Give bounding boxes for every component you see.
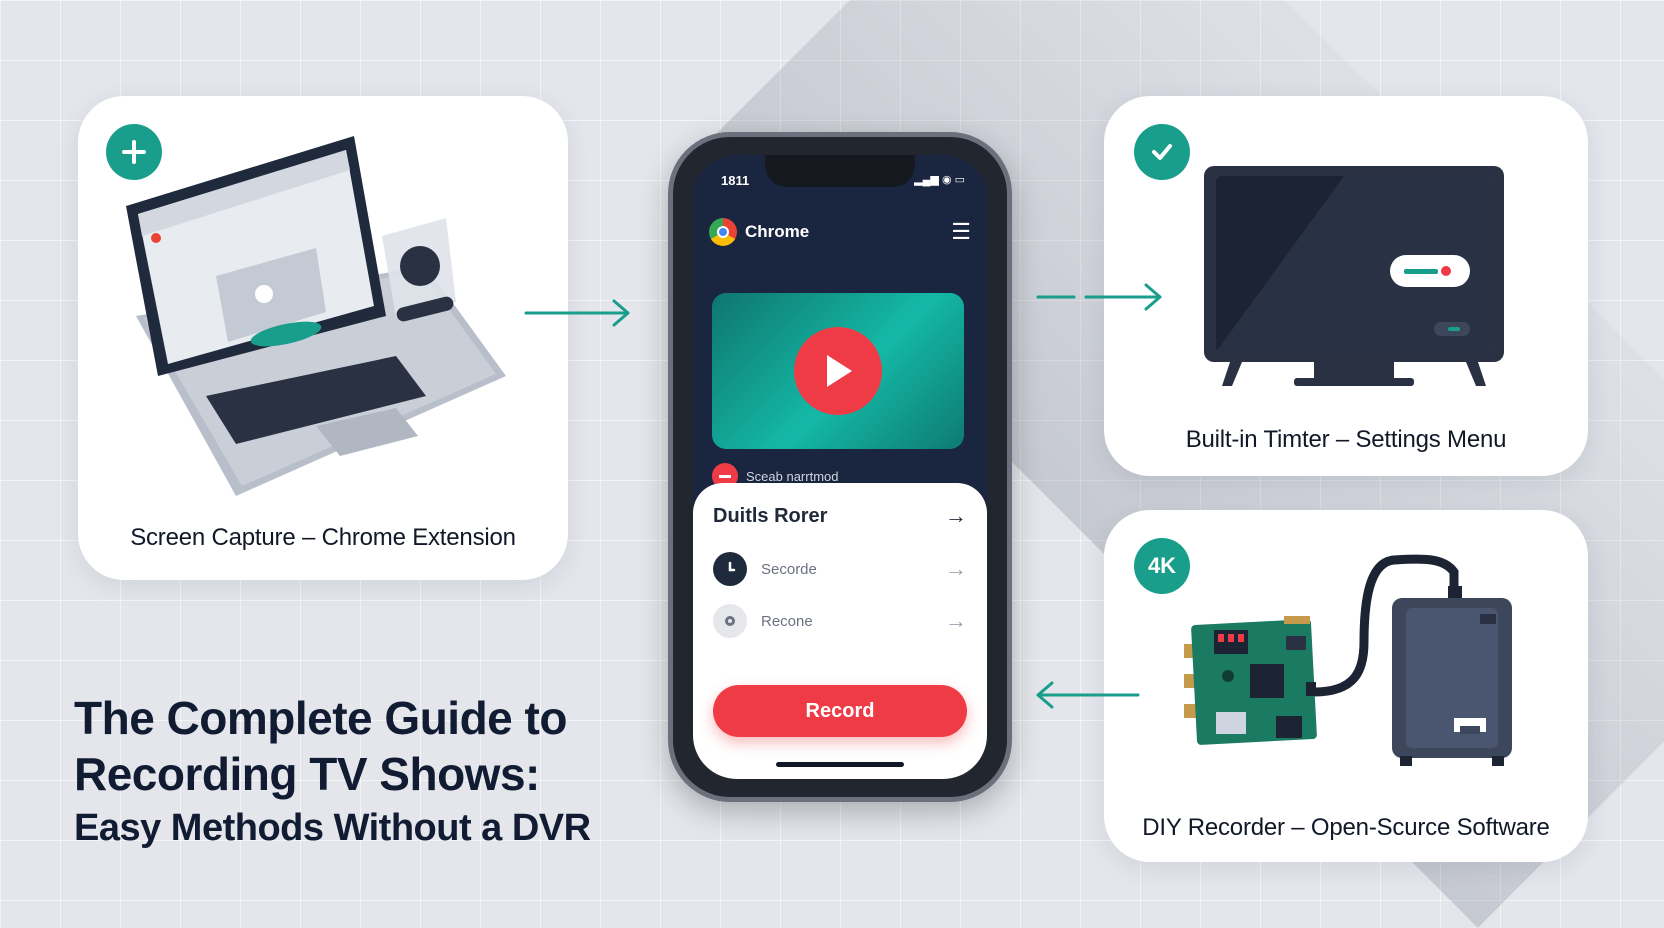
play-icon [827, 355, 852, 387]
diy-recorder-card[interactable]: 4K DIY Recorder – Open-Scurce Software [1104, 510, 1588, 862]
hardware-illustration [1184, 554, 1512, 766]
record-button[interactable]: Record [713, 685, 967, 737]
smartphone-mockup: 1811 ▂▄▆ ◉ ▭ Chrome ☰ Sceab narrtmod Dui… [668, 132, 1012, 802]
tv-illustration [1204, 166, 1504, 386]
menu-icon[interactable]: ☰ [951, 219, 971, 244]
recording-status-text: Sceab narrtmod [746, 468, 839, 484]
settings-icon [713, 604, 747, 638]
arrow-left-icon [1036, 681, 1140, 709]
4k-badge: 4K [1134, 538, 1190, 594]
bottom-sheet: Duitls Rorer → Secorde → Recone → Record [693, 483, 987, 779]
built-in-timer-card[interactable]: Built-in Timter – Settings Menu [1104, 96, 1588, 476]
arrow-right-icon [1036, 283, 1162, 311]
title-line-1: The Complete Guide to [74, 692, 567, 744]
list-item-label: Recone [761, 612, 813, 630]
chrome-header: Chrome ☰ [709, 215, 971, 249]
phone-notch [765, 155, 915, 187]
status-icons: ▂▄▆ ◉ ▭ [914, 174, 965, 186]
recording-status: Sceab narrtmod [712, 463, 839, 489]
chevron-right-icon[interactable]: → [945, 503, 967, 528]
list-item[interactable]: Recone → [713, 601, 967, 641]
check-icon [1134, 124, 1190, 180]
status-time: 1811 [721, 173, 750, 188]
title-line-3: Easy Methods Without a DVR [74, 807, 591, 849]
title-line-2: Recording TV Shows: [74, 748, 540, 800]
chevron-right-icon: → [945, 608, 967, 633]
chrome-logo-icon [709, 218, 737, 246]
clock-icon [713, 552, 747, 586]
app-title: Chrome [745, 222, 810, 241]
diy-recorder-caption: DIY Recorder – Open-Scurce Software [1142, 814, 1550, 841]
sheet-title[interactable]: Duitls Rorer [713, 505, 828, 527]
phone-screen: 1811 ▂▄▆ ◉ ▭ Chrome ☰ Sceab narrtmod Dui… [693, 155, 987, 779]
page-title: The Complete Guide to Recording TV Shows… [74, 690, 591, 856]
play-button[interactable] [794, 327, 882, 415]
laptop-illustration [126, 136, 506, 496]
chevron-right-icon: → [945, 556, 967, 581]
plus-icon [106, 124, 162, 180]
screen-capture-card[interactable]: Screen Capture – Chrome Extension [78, 96, 568, 580]
list-item[interactable]: Secorde → [713, 549, 967, 589]
list-item-label: Secorde [761, 560, 817, 578]
home-indicator [776, 762, 904, 767]
screen-capture-caption: Screen Capture – Chrome Extension [130, 524, 516, 551]
built-in-timer-caption: Built-in Timter – Settings Menu [1185, 426, 1507, 453]
arrow-right-icon [524, 299, 630, 327]
video-player[interactable] [712, 293, 964, 449]
